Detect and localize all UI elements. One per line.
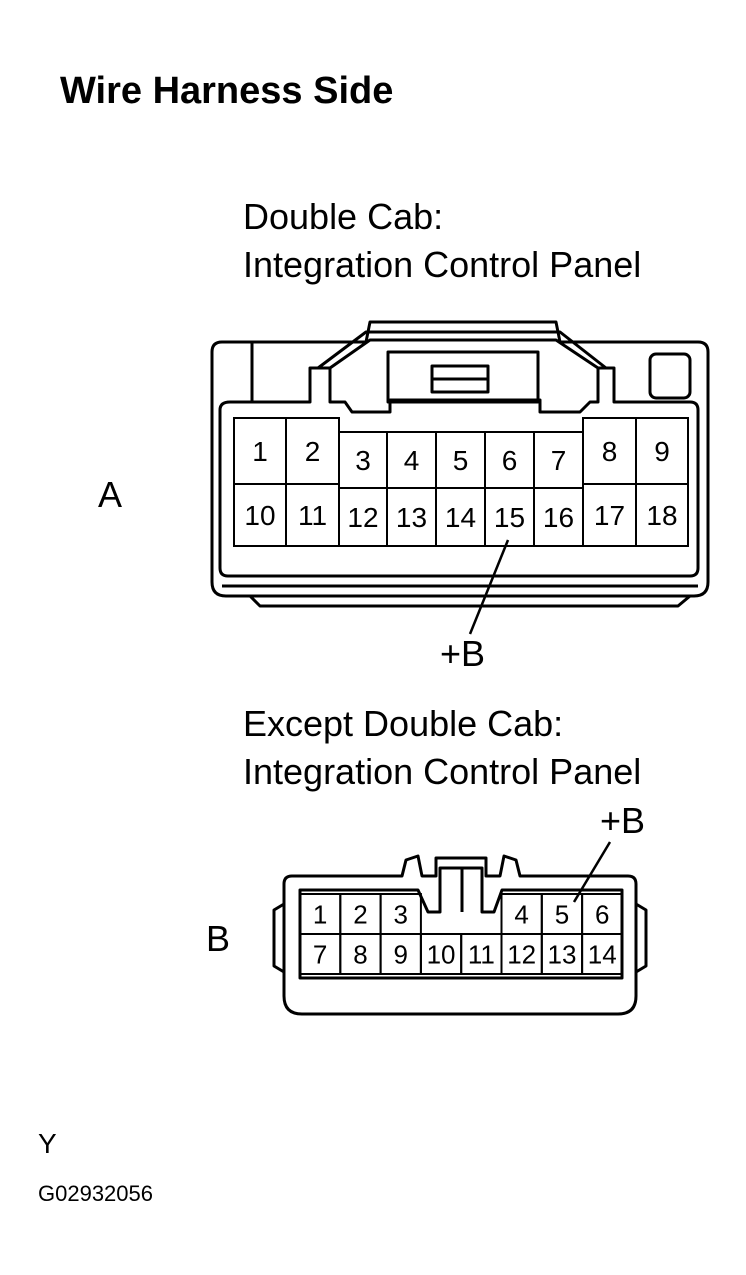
connector-b-pin-3-label: 3 <box>394 899 408 929</box>
connector-a-pin-8-label: 8 <box>602 436 618 467</box>
connector-a-pin-15-label: 15 <box>494 502 525 533</box>
connector-b-pin-5-label: 5 <box>555 899 569 929</box>
connector-a-pin-5-label: 5 <box>453 445 469 476</box>
connector-b-terminal-label: +B <box>600 800 646 841</box>
connector-b-pin-13-label: 13 <box>547 939 576 969</box>
connector-b-caption-line2: Integration Control Panel <box>243 751 642 792</box>
connector-a-pin-14-label: 14 <box>445 502 476 533</box>
connector-a-pin-10-label: 10 <box>244 500 275 531</box>
connector-a-housing <box>210 320 710 608</box>
connector-b-pin-11-label: 11 <box>468 939 495 969</box>
connector-b-leader-line <box>572 841 612 903</box>
connector-a-terminal-label: +B <box>440 633 486 674</box>
connector-a-pin-1-label: 1 <box>252 436 268 467</box>
connector-a-caption-line2: Integration Control Panel <box>243 244 642 285</box>
connector-a-pin-9-label: 9 <box>654 436 670 467</box>
connector-b-pin-7-label: 7 <box>313 939 327 969</box>
connector-a-pin-13-label: 13 <box>396 502 427 533</box>
connector-b-pin-9-label: 9 <box>394 939 408 969</box>
footer-letter: Y <box>38 1128 57 1159</box>
connector-a-pin-18-label: 18 <box>646 500 677 531</box>
connector-a-label: A <box>98 474 123 515</box>
connector-a-pin-3-label: 3 <box>355 445 371 476</box>
connector-a-caption-line1: Double Cab: <box>243 196 444 237</box>
connector-a-pin-11-label: 11 <box>298 500 327 531</box>
connector-b-pin-14-cell <box>581 933 624 975</box>
connector-b-pin-8-label: 8 <box>353 939 367 969</box>
connector-b-pin-12-label: 12 <box>507 939 536 969</box>
connector-b-pin-10-label: 10 <box>427 939 456 969</box>
connector-b-pin-4-label: 4 <box>514 899 528 929</box>
connector-b-housing <box>272 854 648 1016</box>
connector-a-pin-17-label: 17 <box>594 500 625 531</box>
connector-a-pin-16-label: 16 <box>543 502 574 533</box>
connector-a-pin-2-label: 2 <box>305 436 321 467</box>
connector-b-pin-6-label: 6 <box>595 899 609 929</box>
connector-a-leader-line <box>468 539 510 635</box>
footer-code: G02932056 <box>38 1181 153 1206</box>
connector-a-pin-4-label: 4 <box>404 445 420 476</box>
connector-a-pin-18-cell <box>635 483 689 547</box>
connector-a-pin-6-label: 6 <box>502 445 518 476</box>
connector-a-pin-12-label: 12 <box>347 502 378 533</box>
connector-b-pin-2-label: 2 <box>353 899 367 929</box>
connector-b-label: B <box>206 918 231 959</box>
connector-b-pin-grid: 1 72 83 9 10 11 4 12 5 13 6 14 <box>299 893 624 975</box>
connector-a-pin-grid: 1 10 2 11 3 12 4 13 5 14 6 15 7 16 8 17 9 18 <box>233 417 689 547</box>
connector-b-pin-14-label: 14 <box>588 939 617 969</box>
diagram-title: Wire Harness Side <box>60 70 394 112</box>
connector-b-pin-1-label: 1 <box>313 899 327 929</box>
connector-a-pin-7-label: 7 <box>551 445 567 476</box>
connector-b-caption-line1: Except Double Cab: <box>243 703 564 744</box>
